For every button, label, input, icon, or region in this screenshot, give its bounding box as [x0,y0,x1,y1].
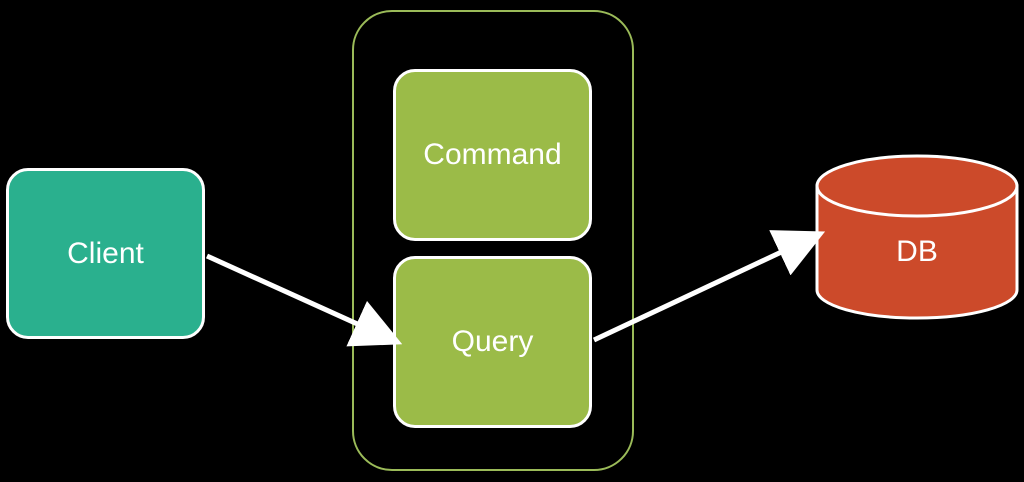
db-node: DB [817,232,1017,272]
arrow-query-to-db [592,230,826,343]
command-label: Command [423,138,562,171]
query-node: Query [393,256,592,428]
db-label: DB [896,235,938,268]
query-label: Query [451,325,534,358]
client-node: Client [6,168,205,339]
client-label: Client [67,236,144,270]
arrow-client-to-query [205,253,403,347]
command-node: Command [393,69,592,241]
db-cylinder-icon [815,154,1019,320]
cqrs-group-container [352,10,634,471]
